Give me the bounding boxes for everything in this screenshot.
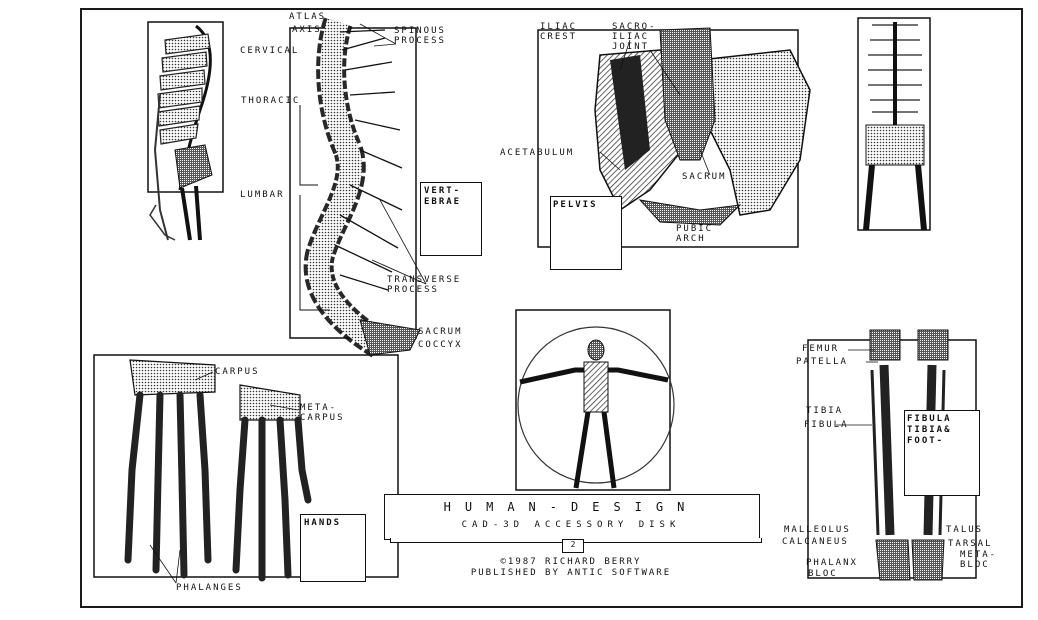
label-pubic-arch: PUBIC ARCH <box>676 224 714 244</box>
copyright: ©1987 RICHARD BERRY <box>500 557 642 567</box>
label-transverse-process: TRANSVERSE PROCESS <box>387 275 462 295</box>
publisher: PUBLISHED BY ANTIC SOFTWARE <box>470 568 672 578</box>
label-patella: PATELLA <box>796 357 848 367</box>
fibula-tibia-foot-box <box>904 410 980 496</box>
side-skeleton <box>147 21 224 241</box>
label-sacro-iliac-joint: SACRO- ILIAC JOINT <box>612 22 657 52</box>
label-phalanx: PHALANX <box>806 558 858 568</box>
label-calcaneus: CALCANEUS <box>782 537 849 547</box>
label-metacarpus: META- CARPUS <box>300 403 345 423</box>
label-fibula: FIBULA <box>804 420 849 430</box>
label-talus: TALUS <box>946 525 984 535</box>
label-femur: FEMUR <box>802 344 840 354</box>
leader-lines <box>149 23 878 584</box>
pelvis-box <box>550 196 622 270</box>
fibula-box-label: FIBULA TIBIA& FOOT- <box>907 414 952 446</box>
label-coccyx: COCCYX <box>418 340 463 350</box>
label-atlas: ATLAS <box>289 12 327 22</box>
label-spinous-process: SPINOUS PROCESS <box>394 26 446 46</box>
disk-number-box <box>562 539 584 553</box>
pelvis-illustration <box>537 27 811 248</box>
label-iliac-crest: ILIAC CREST <box>540 22 578 42</box>
label-acetabulum: ACETABULUM <box>500 148 575 158</box>
vitruvian-skeleton <box>515 309 675 491</box>
hands-box-label: HANDS <box>304 518 342 528</box>
label-malleolus: MALLEOLUS <box>784 525 851 535</box>
label-phalanges: PHALANGES <box>176 583 243 593</box>
label-tibia: TIBIA <box>806 406 844 416</box>
label-carpus: CARPUS <box>215 367 260 377</box>
label-cervical: CERVICAL <box>240 46 300 56</box>
label-thoracic: THORACIC <box>241 96 301 106</box>
front-skeleton <box>857 17 931 231</box>
title: HUMAN-DESIGN <box>443 500 699 514</box>
pelvis-box-label: PELVIS <box>553 200 598 210</box>
label-lumbar: LUMBAR <box>240 190 285 200</box>
label-axis: AXIS <box>292 25 322 35</box>
disk-number: 2 <box>570 540 576 549</box>
vertebrae-box <box>420 182 482 256</box>
hands-illustration <box>93 354 399 582</box>
label-sacrum-pelvis: SACRUM <box>682 172 727 182</box>
subtitle: CAD-3D ACCESSORY DISK <box>461 520 681 530</box>
vertebrae-box-label: VERT- EBRAE <box>424 186 462 207</box>
label-sacrum-spine: SACRUM <box>418 327 463 337</box>
label-tarsal: TARSAL <box>948 539 993 549</box>
spine-illustration <box>289 17 421 358</box>
label-bloc-left: BLOC <box>808 569 838 579</box>
hands-box <box>300 514 366 582</box>
label-metabloc: META- BLOC <box>960 550 998 570</box>
